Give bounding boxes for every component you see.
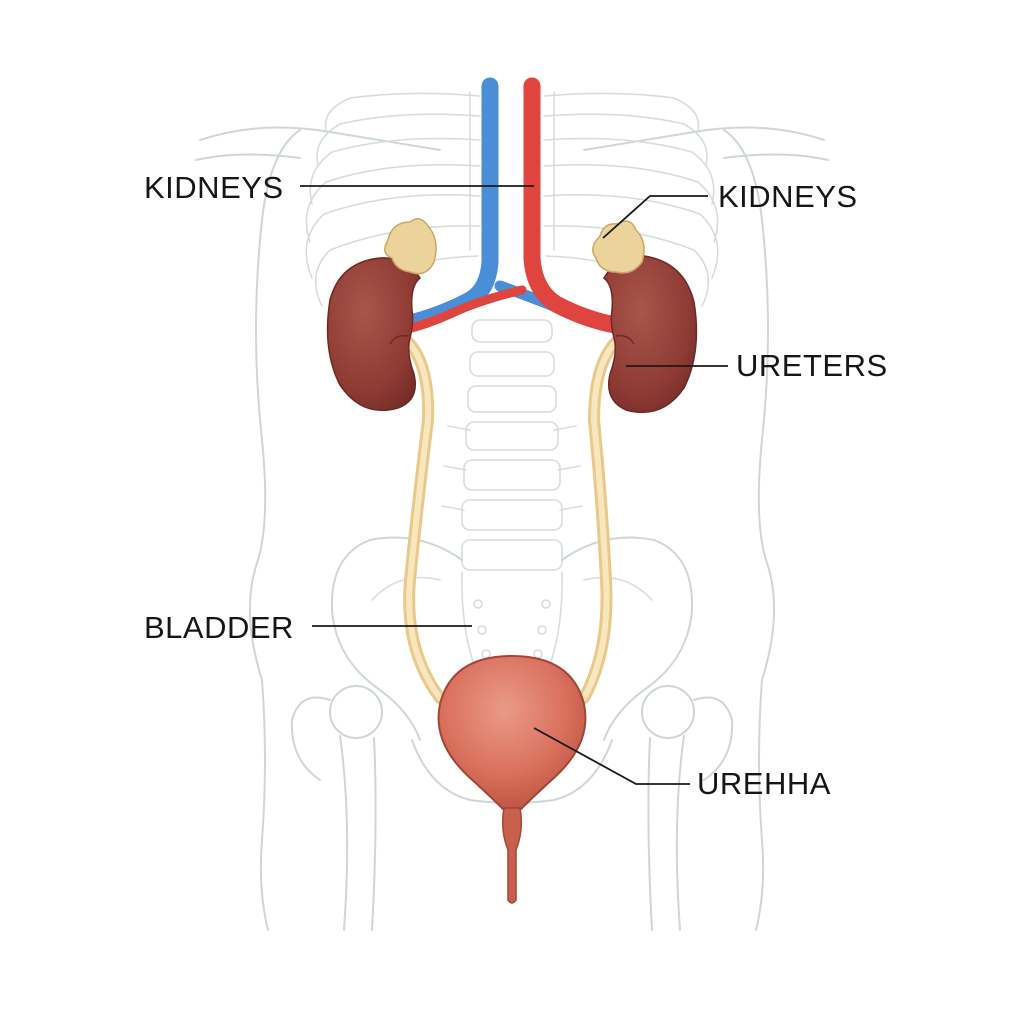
aorta <box>523 77 629 335</box>
great-vessels <box>392 77 632 336</box>
kidney-left <box>326 257 421 412</box>
renal-artery-left <box>399 285 527 335</box>
label-ureters: URETERS <box>736 348 888 383</box>
label-kidneys-right: KIDNEYS <box>718 179 858 214</box>
leader-lines <box>300 185 728 785</box>
ureters <box>398 332 626 704</box>
label-urethra: UREHHA <box>697 766 831 801</box>
vena-cava <box>397 77 499 333</box>
leader-kidneys-right <box>602 195 708 239</box>
spine <box>441 319 583 571</box>
adrenal-gland-left <box>384 218 437 275</box>
bladder <box>437 654 587 811</box>
urethra <box>501 807 523 904</box>
label-kidneys-left: KIDNEYS <box>144 170 284 205</box>
kidney-right <box>603 255 698 414</box>
body-outline <box>195 126 829 931</box>
adrenal-gland-right <box>592 220 645 274</box>
leader-urethra <box>533 727 690 785</box>
label-bladder: BLADDER <box>144 610 294 645</box>
